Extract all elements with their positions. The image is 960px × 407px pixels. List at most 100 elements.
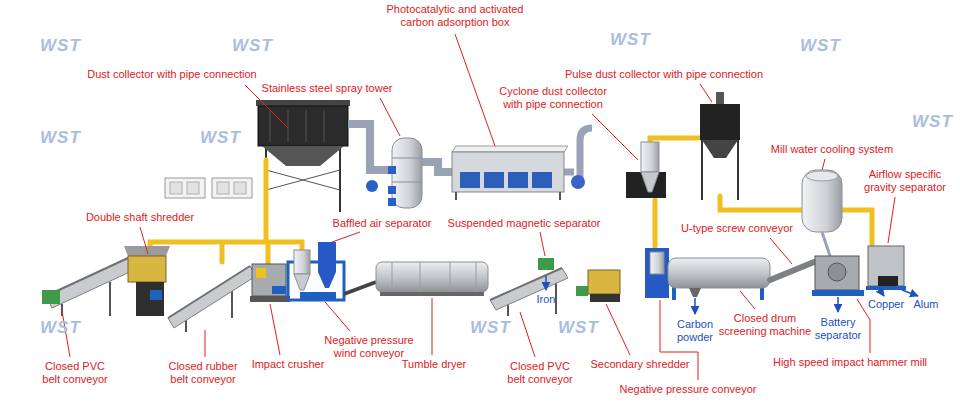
spray-tower	[388, 186, 396, 194]
air-separator	[288, 242, 376, 300]
impact-crusher	[252, 264, 286, 296]
callout-label: High speed impact hammer mill	[773, 356, 927, 369]
belt-conveyor	[507, 304, 509, 316]
watermark: WST	[800, 36, 841, 56]
cooling-tank	[822, 232, 830, 256]
dust-collector	[288, 110, 289, 142]
callout-label: Negative pressure conveyor	[620, 383, 757, 396]
watermark: WST	[558, 318, 599, 338]
exhaust-duct	[348, 124, 592, 192]
cooling-tank	[802, 170, 842, 256]
leader-line	[888, 197, 895, 243]
negative-pressure-conveyor	[645, 248, 669, 298]
belt-conveyor	[490, 268, 568, 310]
pulse-collector	[716, 92, 724, 104]
callout-label: Closed drum screening machine	[718, 312, 813, 338]
exhaust-duct	[564, 128, 592, 178]
leader-line	[592, 114, 638, 160]
belt-conveyor	[168, 266, 250, 318]
impact-crusher	[250, 264, 290, 302]
dust-collector	[324, 110, 325, 142]
belt-conveyor	[168, 266, 256, 332]
spray-tower	[388, 138, 422, 208]
watermark: WST	[40, 36, 81, 56]
air-separator	[344, 282, 376, 294]
belt-conveyor	[490, 258, 568, 316]
pulse-collector	[702, 140, 738, 158]
callout-label: Closed rubber belt conveyor	[164, 360, 242, 386]
exhaust-duct	[422, 162, 452, 172]
tumble-dryer	[476, 262, 477, 292]
callout-label: Closed PVC belt conveyor	[39, 360, 111, 386]
screw-conveyor	[770, 262, 814, 280]
output-label: Battery separator	[810, 316, 866, 342]
cooling-tank	[802, 170, 842, 232]
control-cabinet	[217, 182, 229, 194]
watermark: WST	[912, 112, 953, 132]
leader-line	[700, 84, 712, 102]
secondary-shredder	[576, 270, 620, 302]
watermark: WST	[610, 30, 651, 50]
belt-conveyor	[231, 290, 233, 318]
callout-label: U-type screw conveyor	[681, 222, 793, 235]
leader-line	[140, 227, 148, 254]
belt-conveyor	[42, 258, 134, 316]
dust-collector	[306, 110, 307, 142]
gravity-separator	[866, 246, 918, 296]
callout-label: Pulse dust collector with pipe connectio…	[565, 68, 763, 81]
belt-conveyor	[109, 282, 111, 316]
callout-label: Impact crusher	[252, 358, 325, 371]
gravity-separator	[866, 286, 906, 290]
drum-screen	[694, 298, 696, 314]
callout-label: Cyclone dust collector with pipe connect…	[491, 85, 616, 111]
adsorption-box	[532, 172, 552, 188]
impact-crusher	[250, 296, 290, 302]
callout-label: Mill water cooling system	[771, 143, 893, 156]
belt-conveyor	[42, 290, 60, 304]
control-cabinet	[212, 178, 252, 198]
hammer-mill	[812, 256, 864, 312]
callout-label: Stainless steel spray tower	[262, 82, 393, 95]
negative-pressure-conveyor	[645, 248, 669, 298]
tumble-dryer	[420, 262, 421, 292]
tumble-dryer	[380, 292, 484, 296]
tumble-dryer	[450, 262, 451, 292]
cyclone-collector	[626, 142, 666, 198]
output-label: Alum	[913, 298, 938, 311]
callout-label: Tumble dryer	[402, 358, 466, 371]
exhaust-duct	[348, 124, 392, 170]
impact-crusher	[256, 268, 266, 278]
air-separator	[318, 272, 336, 288]
screw-conveyor	[770, 262, 814, 280]
gravity-separator	[880, 290, 884, 296]
output-label: Iron	[537, 293, 556, 306]
hammer-mill	[815, 256, 859, 290]
cyclone-collector	[641, 172, 659, 192]
air-separator	[294, 250, 310, 274]
secondary-shredder	[576, 286, 588, 296]
dust-collector	[270, 110, 271, 142]
spray-tower	[388, 166, 396, 174]
control-cabinet	[170, 182, 182, 194]
hammer-mill	[828, 263, 846, 281]
tumble-dryer	[376, 262, 488, 292]
gravity-separator	[902, 290, 918, 296]
watermark: WST	[232, 36, 273, 56]
dust-collector	[266, 170, 340, 190]
double-shaft-shredder	[150, 290, 162, 300]
watermark: WST	[40, 318, 81, 338]
tumble-dryer	[376, 262, 488, 296]
leader-line	[62, 34, 895, 380]
adsorption-box	[559, 192, 561, 200]
leader-line	[822, 159, 825, 170]
leader-line	[540, 232, 545, 256]
hammer-mill	[812, 290, 864, 296]
drum-screen	[689, 288, 701, 297]
pulse-collector	[737, 140, 739, 200]
adsorption-box	[508, 172, 528, 188]
callout-label: Suspended magnetic separator	[448, 217, 601, 230]
control-cabinet	[187, 182, 199, 194]
spray-tower	[392, 182, 422, 183]
watermark: WST	[200, 128, 241, 148]
